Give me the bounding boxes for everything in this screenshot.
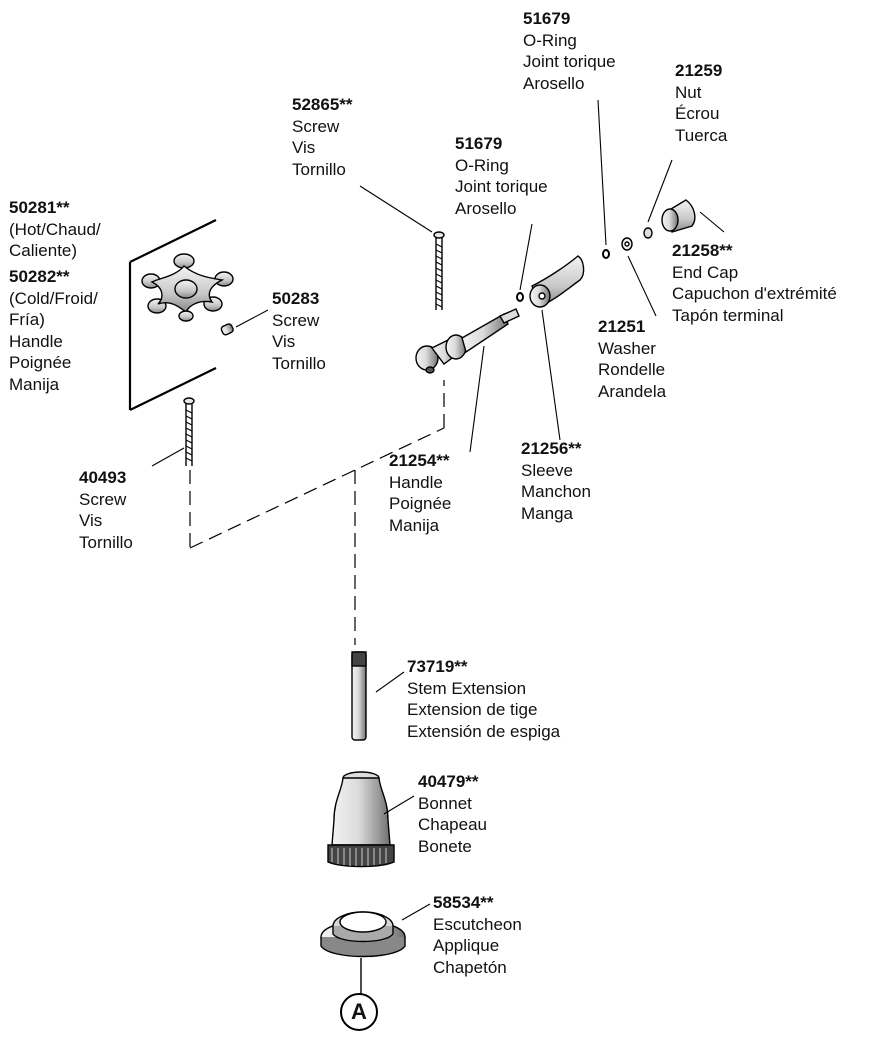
part-number: 50281**	[9, 198, 70, 217]
bonnet-part	[327, 771, 395, 868]
handle-stem-part	[415, 308, 520, 374]
desc-en: O-Ring	[523, 30, 577, 50]
desc-es: Tornillo	[79, 532, 133, 552]
label-21254: 21254** Handle Poignée Manija	[389, 450, 451, 536]
desc-es: Arandela	[598, 381, 667, 401]
desc-es: Bonete	[418, 836, 472, 856]
label-40479: 40479** Bonnet Chapeau Bonete	[418, 771, 487, 857]
desc-en: Escutcheon	[433, 914, 522, 934]
desc-en: Bonnet	[418, 793, 472, 813]
washer-part	[621, 237, 633, 251]
oring-small-part	[516, 292, 524, 302]
desc-es: Tapón terminal	[672, 305, 784, 325]
part-number: 40493	[79, 468, 127, 487]
desc-line: (Hot/Chaud/	[9, 219, 101, 239]
part-number: 21256**	[521, 439, 582, 458]
connector-label: A	[351, 999, 367, 1024]
desc-es: Extensión de espiga	[407, 721, 561, 741]
desc-en: Nut	[675, 82, 702, 102]
desc-es: Arosello	[455, 198, 517, 218]
stem-extension-part	[351, 651, 367, 741]
desc-fr: Joint torique	[523, 52, 616, 71]
desc-en: Handle	[389, 472, 443, 492]
escutcheon-part	[320, 911, 406, 958]
connector-circle	[340, 993, 378, 1031]
oring-upper-part	[602, 249, 610, 259]
desc-en: Screw	[272, 310, 320, 330]
part-number: 21251	[598, 317, 646, 336]
label-40493: 40493 Screw Vis Tornillo	[79, 467, 133, 553]
desc-es: Tuerca	[675, 125, 728, 145]
desc-en: Washer	[598, 338, 656, 358]
desc-es: Manija	[389, 515, 440, 535]
desc-en: O-Ring	[455, 155, 509, 175]
sleeve-part	[529, 255, 585, 308]
desc-fr: Poignée	[9, 353, 72, 372]
set-screw-part	[220, 323, 234, 336]
label-50281: 50281** (Hot/Chaud/ Caliente)	[9, 197, 101, 262]
label-21258: 21258** End Cap Capuchon d'extrémité Tap…	[672, 240, 837, 326]
desc-fr: Extension de tige	[407, 700, 538, 719]
desc-fr: Capuchon d'extrémité	[672, 284, 837, 303]
leader-lines	[151, 99, 725, 921]
label-51679-lower: 51679 O-Ring Joint torique Arosello	[455, 133, 548, 219]
part-number: 52865**	[292, 95, 353, 114]
desc-fr: Poignée	[389, 494, 452, 513]
desc-es: Chapetón	[433, 957, 507, 977]
cross-handle-part	[141, 253, 234, 322]
desc-fr: Manchon	[521, 482, 591, 501]
part-number: 40479**	[418, 772, 479, 791]
label-58534: 58534** Escutcheon Applique Chapetón	[433, 892, 522, 978]
part-number: 51679	[455, 134, 503, 153]
screw-40493-part	[183, 397, 195, 466]
assembly-guide-lines	[189, 380, 445, 645]
desc-fr: Écrou	[675, 104, 720, 123]
desc-en: Stem Extension	[407, 678, 527, 698]
desc-line: Fría)	[9, 310, 45, 329]
label-50282: 50282** (Cold/Froid/ Fría) Handle Poigné…	[9, 266, 98, 395]
desc-es: Tornillo	[292, 159, 346, 179]
label-21259: 21259 Nut Écrou Tuerca	[675, 60, 727, 146]
part-number: 73719**	[407, 657, 468, 676]
part-number: 51679	[523, 9, 571, 28]
part-number: 21259	[675, 61, 723, 80]
desc-es: Manga	[521, 503, 573, 523]
part-number: 50283	[272, 289, 320, 308]
desc-line: (Cold/Froid/	[9, 288, 98, 308]
desc-es: Arosello	[523, 73, 585, 93]
desc-fr: Applique	[433, 936, 500, 955]
screw-52865-part	[433, 231, 445, 310]
desc-line: Caliente)	[9, 241, 78, 260]
label-21251: 21251 Washer Rondelle Arandela	[598, 316, 666, 402]
part-number: 21254**	[389, 451, 450, 470]
desc-es: Tornillo	[272, 353, 326, 373]
desc-fr: Vis	[79, 511, 103, 530]
part-number: 50282**	[9, 267, 70, 286]
label-73719: 73719** Stem Extension Extension de tige…	[407, 656, 560, 742]
desc-en: Screw	[292, 116, 340, 136]
label-51679-upper: 51679 O-Ring Joint torique Arosello	[523, 8, 616, 94]
wall-plate	[128, 219, 217, 411]
label-52865: 52865** Screw Vis Tornillo	[292, 94, 353, 180]
desc-fr: Vis	[272, 332, 296, 351]
label-21256: 21256** Sleeve Manchon Manga	[521, 438, 591, 524]
desc-es: Manija	[9, 374, 60, 394]
label-50283: 50283 Screw Vis Tornillo	[272, 288, 326, 374]
desc-fr: Vis	[292, 138, 316, 157]
part-number: 58534**	[433, 893, 494, 912]
part-number: 21258**	[672, 241, 733, 260]
desc-en: End Cap	[672, 262, 739, 282]
desc-en: Screw	[79, 489, 127, 509]
desc-en: Handle	[9, 331, 63, 351]
desc-en: Sleeve	[521, 460, 573, 480]
desc-fr: Joint torique	[455, 177, 548, 196]
nut-part	[643, 227, 653, 239]
end-cap-part	[661, 199, 696, 233]
desc-fr: Rondelle	[598, 360, 666, 379]
desc-fr: Chapeau	[418, 815, 488, 834]
